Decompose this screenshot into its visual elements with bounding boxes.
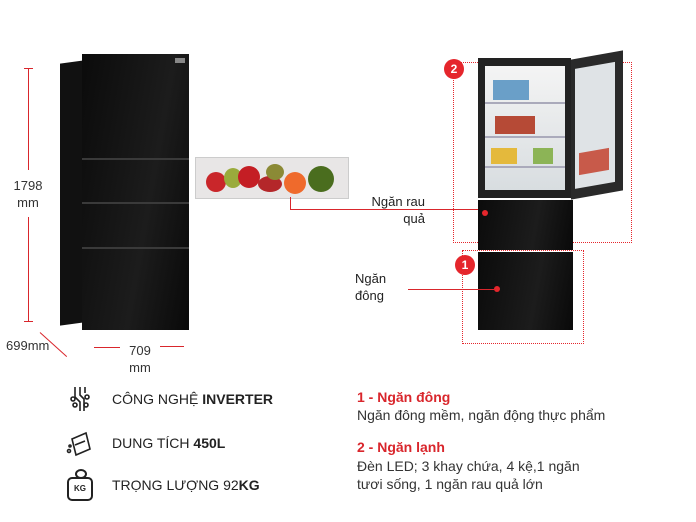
freezer-label-line1: Ngăn	[355, 271, 387, 286]
freezer-drawer	[478, 252, 573, 330]
fridge-side	[60, 60, 84, 326]
fridge-interior	[485, 66, 565, 190]
fridge-title: 2 - Ngăn lạnh	[357, 439, 445, 455]
fridge-body	[82, 54, 189, 330]
height-value: 1798 mm	[4, 177, 52, 211]
feature-inverter-text: CÔNG NGHỆ INVERTER	[112, 391, 274, 407]
height-number: 1798	[13, 178, 43, 193]
freezer-dot	[494, 286, 500, 292]
crisper-label-line2: quả	[403, 211, 425, 226]
freezer-compartment-box	[462, 250, 584, 344]
freezer-connector	[408, 289, 496, 290]
feature-weight: KG TRỌNG LƯỢNG 92KG	[66, 468, 326, 502]
feature-inverter: CÔNG NGHỆ INVERTER	[66, 384, 326, 414]
crisper-dot	[482, 210, 488, 216]
crisper-drawer-image	[195, 157, 349, 199]
crisper-label: Ngăn rau quả	[355, 193, 425, 227]
width-number: 709	[129, 343, 151, 358]
freezer-label: Ngăn đông	[355, 270, 405, 304]
feature-capacity-text: DUNG TÍCH 450L	[112, 435, 226, 451]
width-value: 709 mm	[120, 342, 160, 376]
depth-value: 699mm	[6, 338, 50, 353]
height-line-top	[28, 68, 29, 170]
fridge-desc-line1: Đèn LED; 3 khay chứa, 4 kệ,1 ngăn	[357, 458, 580, 474]
capacity-icon	[66, 431, 91, 457]
height-unit: mm	[17, 195, 39, 210]
feature-weight-text: TRỌNG LƯỢNG 92KG	[112, 477, 260, 493]
inverter-chip-icon	[70, 387, 90, 411]
width-line-right	[160, 346, 184, 347]
height-line-bottom	[28, 217, 29, 321]
fridge-door-open	[571, 50, 623, 200]
height-line-cap-bottom	[24, 321, 33, 322]
fridge-desc-line2: tươi sống, 1 ngăn rau quả lớn	[357, 476, 543, 492]
badge-1: 1	[455, 255, 475, 275]
crisper-connector-h	[290, 209, 485, 210]
freezer-label-line2: đông	[355, 288, 384, 303]
brand-logo	[175, 58, 185, 63]
crisper-label-line1: Ngăn rau	[371, 194, 425, 209]
fridge-open-image	[478, 50, 628, 337]
crisper-connector-v	[290, 197, 291, 209]
feature-capacity: DUNG TÍCH 450L	[66, 428, 326, 458]
fridge-drawer	[478, 200, 573, 250]
badge-2: 2	[444, 59, 464, 79]
fridge-cabinet	[478, 58, 571, 198]
width-unit: mm	[129, 360, 151, 375]
width-line-left	[94, 347, 120, 348]
freezer-desc: Ngăn đông mềm, ngăn động thực phẩm	[357, 407, 606, 423]
fridge-front-image	[60, 54, 190, 334]
height-line-cap-top	[24, 68, 33, 69]
weight-kg-icon: KG	[66, 469, 94, 501]
freezer-title: 1 - Ngăn đông	[357, 389, 451, 405]
